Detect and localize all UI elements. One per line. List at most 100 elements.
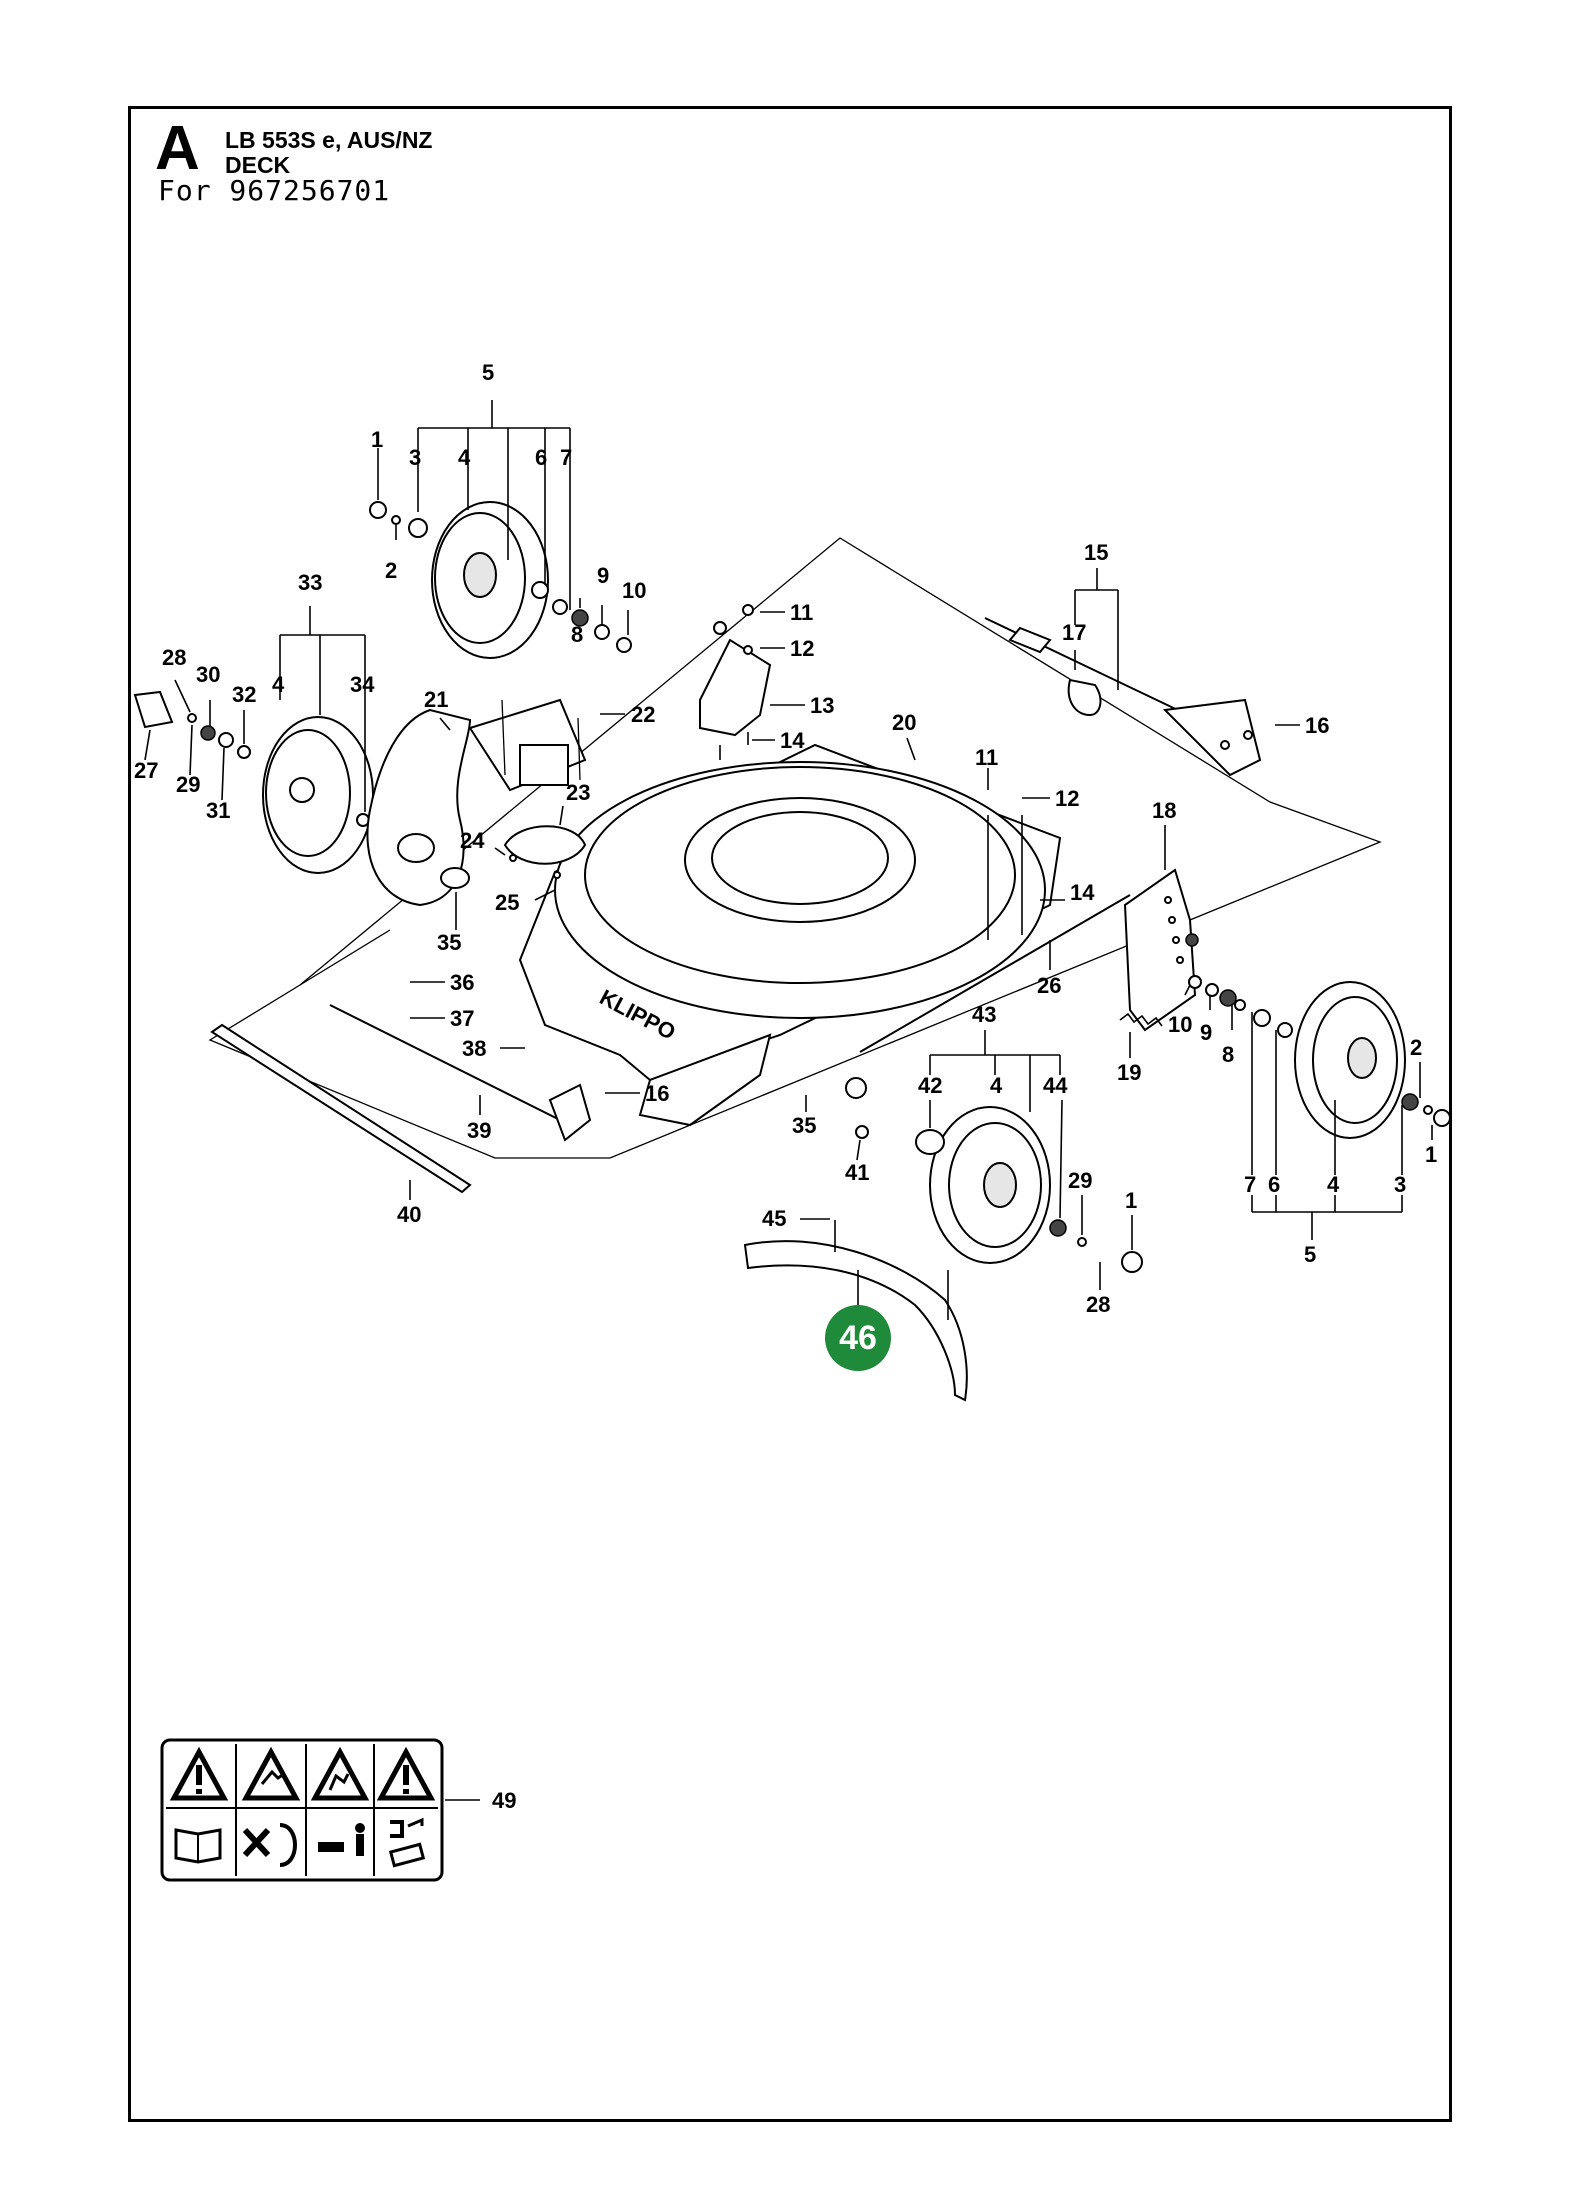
part-label: 11 bbox=[790, 600, 813, 625]
rear-flap-rod bbox=[210, 1023, 472, 1194]
part-label: 38 bbox=[462, 1036, 486, 1061]
part-label: 44 bbox=[1043, 1073, 1068, 1098]
part-label: 2 bbox=[1410, 1035, 1422, 1060]
part-label: 28 bbox=[1086, 1292, 1110, 1317]
no-hands-near-blade-icon bbox=[242, 1823, 297, 1867]
part-label: 41 bbox=[845, 1160, 869, 1185]
section-title: DECK bbox=[225, 152, 291, 178]
part-label: 20 bbox=[892, 710, 916, 735]
serial-reference: For 967256701 bbox=[158, 174, 391, 207]
part-label: 5 bbox=[482, 360, 494, 385]
rear-right-wheel bbox=[133, 690, 374, 874]
cross-rod bbox=[859, 894, 1131, 1053]
part-label: 11 bbox=[975, 745, 998, 770]
rear-left-wheel bbox=[369, 501, 632, 659]
part-label: 12 bbox=[790, 636, 814, 661]
safety-decal bbox=[160, 1738, 444, 1882]
part-label: 19 bbox=[1117, 1060, 1141, 1085]
part-label: 7 bbox=[560, 445, 572, 470]
part-label: 1 bbox=[371, 427, 383, 452]
part-label: 14 bbox=[780, 728, 805, 753]
part-label: 4 bbox=[990, 1073, 1003, 1098]
warning-icon bbox=[376, 1746, 436, 1801]
part-label: 33 bbox=[298, 570, 322, 595]
assembly-boundary bbox=[299, 929, 391, 986]
part-label: 10 bbox=[1168, 1012, 1192, 1037]
deck-shell: KLIPPO bbox=[518, 743, 1062, 1127]
highlighted-part-label: 46 bbox=[839, 1319, 877, 1357]
part-label: 3 bbox=[1394, 1172, 1406, 1197]
front-right-wheel bbox=[1188, 975, 1451, 1139]
part-label: 9 bbox=[597, 563, 609, 588]
part-label: 22 bbox=[631, 702, 655, 727]
part-label: 14 bbox=[1070, 880, 1095, 905]
keep-bystanders-away-icon bbox=[318, 1823, 365, 1856]
part-label: 5 bbox=[1304, 1242, 1316, 1267]
part-label: 1 bbox=[1425, 1142, 1437, 1167]
part-label: 34 bbox=[350, 672, 375, 697]
part-label: 43 bbox=[972, 1002, 996, 1027]
part-label: 18 bbox=[1152, 798, 1176, 823]
front-wheel bbox=[845, 1077, 1143, 1273]
part-label: 16 bbox=[645, 1081, 669, 1106]
part-label: 12 bbox=[1055, 786, 1079, 811]
part-label: 31 bbox=[206, 798, 230, 823]
part-label: 26 bbox=[1037, 973, 1061, 998]
part-label: 6 bbox=[535, 445, 547, 470]
warning-blade-icon bbox=[310, 1746, 370, 1801]
part-label: 28 bbox=[162, 645, 186, 670]
part-label: 16 bbox=[1305, 713, 1329, 738]
part-label: 21 bbox=[424, 687, 448, 712]
part-label: 23 bbox=[566, 780, 590, 805]
manual-icon bbox=[174, 1828, 222, 1864]
height-adjust-bracket bbox=[699, 604, 772, 760]
part-label: 1 bbox=[1125, 1188, 1137, 1213]
part-label: 7 bbox=[1244, 1172, 1256, 1197]
part-label: 2 bbox=[385, 558, 397, 583]
mulch-flap bbox=[743, 1220, 968, 1402]
part-label: 13 bbox=[810, 693, 834, 718]
part-label: 40 bbox=[397, 1202, 421, 1227]
part-label: 15 bbox=[1084, 540, 1108, 565]
part-label: 9 bbox=[1200, 1020, 1212, 1045]
page-frame bbox=[128, 106, 1452, 2122]
part-labels: 5 1 3 4 6 7 2 9 10 8 33 28 30 32 34 27 2… bbox=[134, 360, 1437, 1813]
part-label: 4 bbox=[458, 445, 471, 470]
part-label: 4 bbox=[272, 672, 285, 697]
part-label: 10 bbox=[622, 578, 646, 603]
part-label: 27 bbox=[134, 758, 158, 783]
front-axle bbox=[329, 1004, 561, 1121]
part-label: 3 bbox=[409, 445, 421, 470]
part-label: 39 bbox=[467, 1118, 491, 1143]
part-label: 29 bbox=[1068, 1168, 1092, 1193]
part-label: 35 bbox=[437, 930, 461, 955]
part-label: 17 bbox=[1062, 620, 1086, 645]
part-label: 49 bbox=[492, 1788, 516, 1813]
part-label: 37 bbox=[450, 1006, 474, 1031]
part-label: 35 bbox=[792, 1113, 816, 1138]
part-label: 36 bbox=[450, 970, 474, 995]
rear-axle bbox=[984, 617, 1262, 777]
side-bracket bbox=[1123, 868, 1199, 1032]
part-label: 42 bbox=[918, 1073, 942, 1098]
part-label: 8 bbox=[1222, 1042, 1234, 1067]
part-label: 24 bbox=[460, 828, 485, 853]
part-label: 30 bbox=[196, 662, 220, 687]
warning-icon bbox=[169, 1746, 229, 1801]
part-label: 8 bbox=[571, 622, 583, 647]
disconnect-spark-plug-icon bbox=[388, 1817, 426, 1868]
section-letter: A bbox=[155, 114, 200, 183]
part-label: 4 bbox=[1327, 1172, 1340, 1197]
model-title: LB 553S e, AUS/NZ bbox=[225, 127, 433, 153]
part-label: 29 bbox=[176, 772, 200, 797]
part-label: 25 bbox=[495, 890, 519, 915]
warning-thrown-object-icon bbox=[241, 1746, 301, 1801]
gearbox-and-belt-cover bbox=[366, 698, 587, 907]
part-label: 45 bbox=[762, 1206, 786, 1231]
part-label: 6 bbox=[1268, 1172, 1280, 1197]
spring bbox=[1119, 1012, 1163, 1027]
leader-lines bbox=[144, 400, 1433, 1801]
highlighted-part-badge[interactable]: 46 bbox=[825, 1305, 891, 1371]
part-label: 32 bbox=[232, 682, 256, 707]
